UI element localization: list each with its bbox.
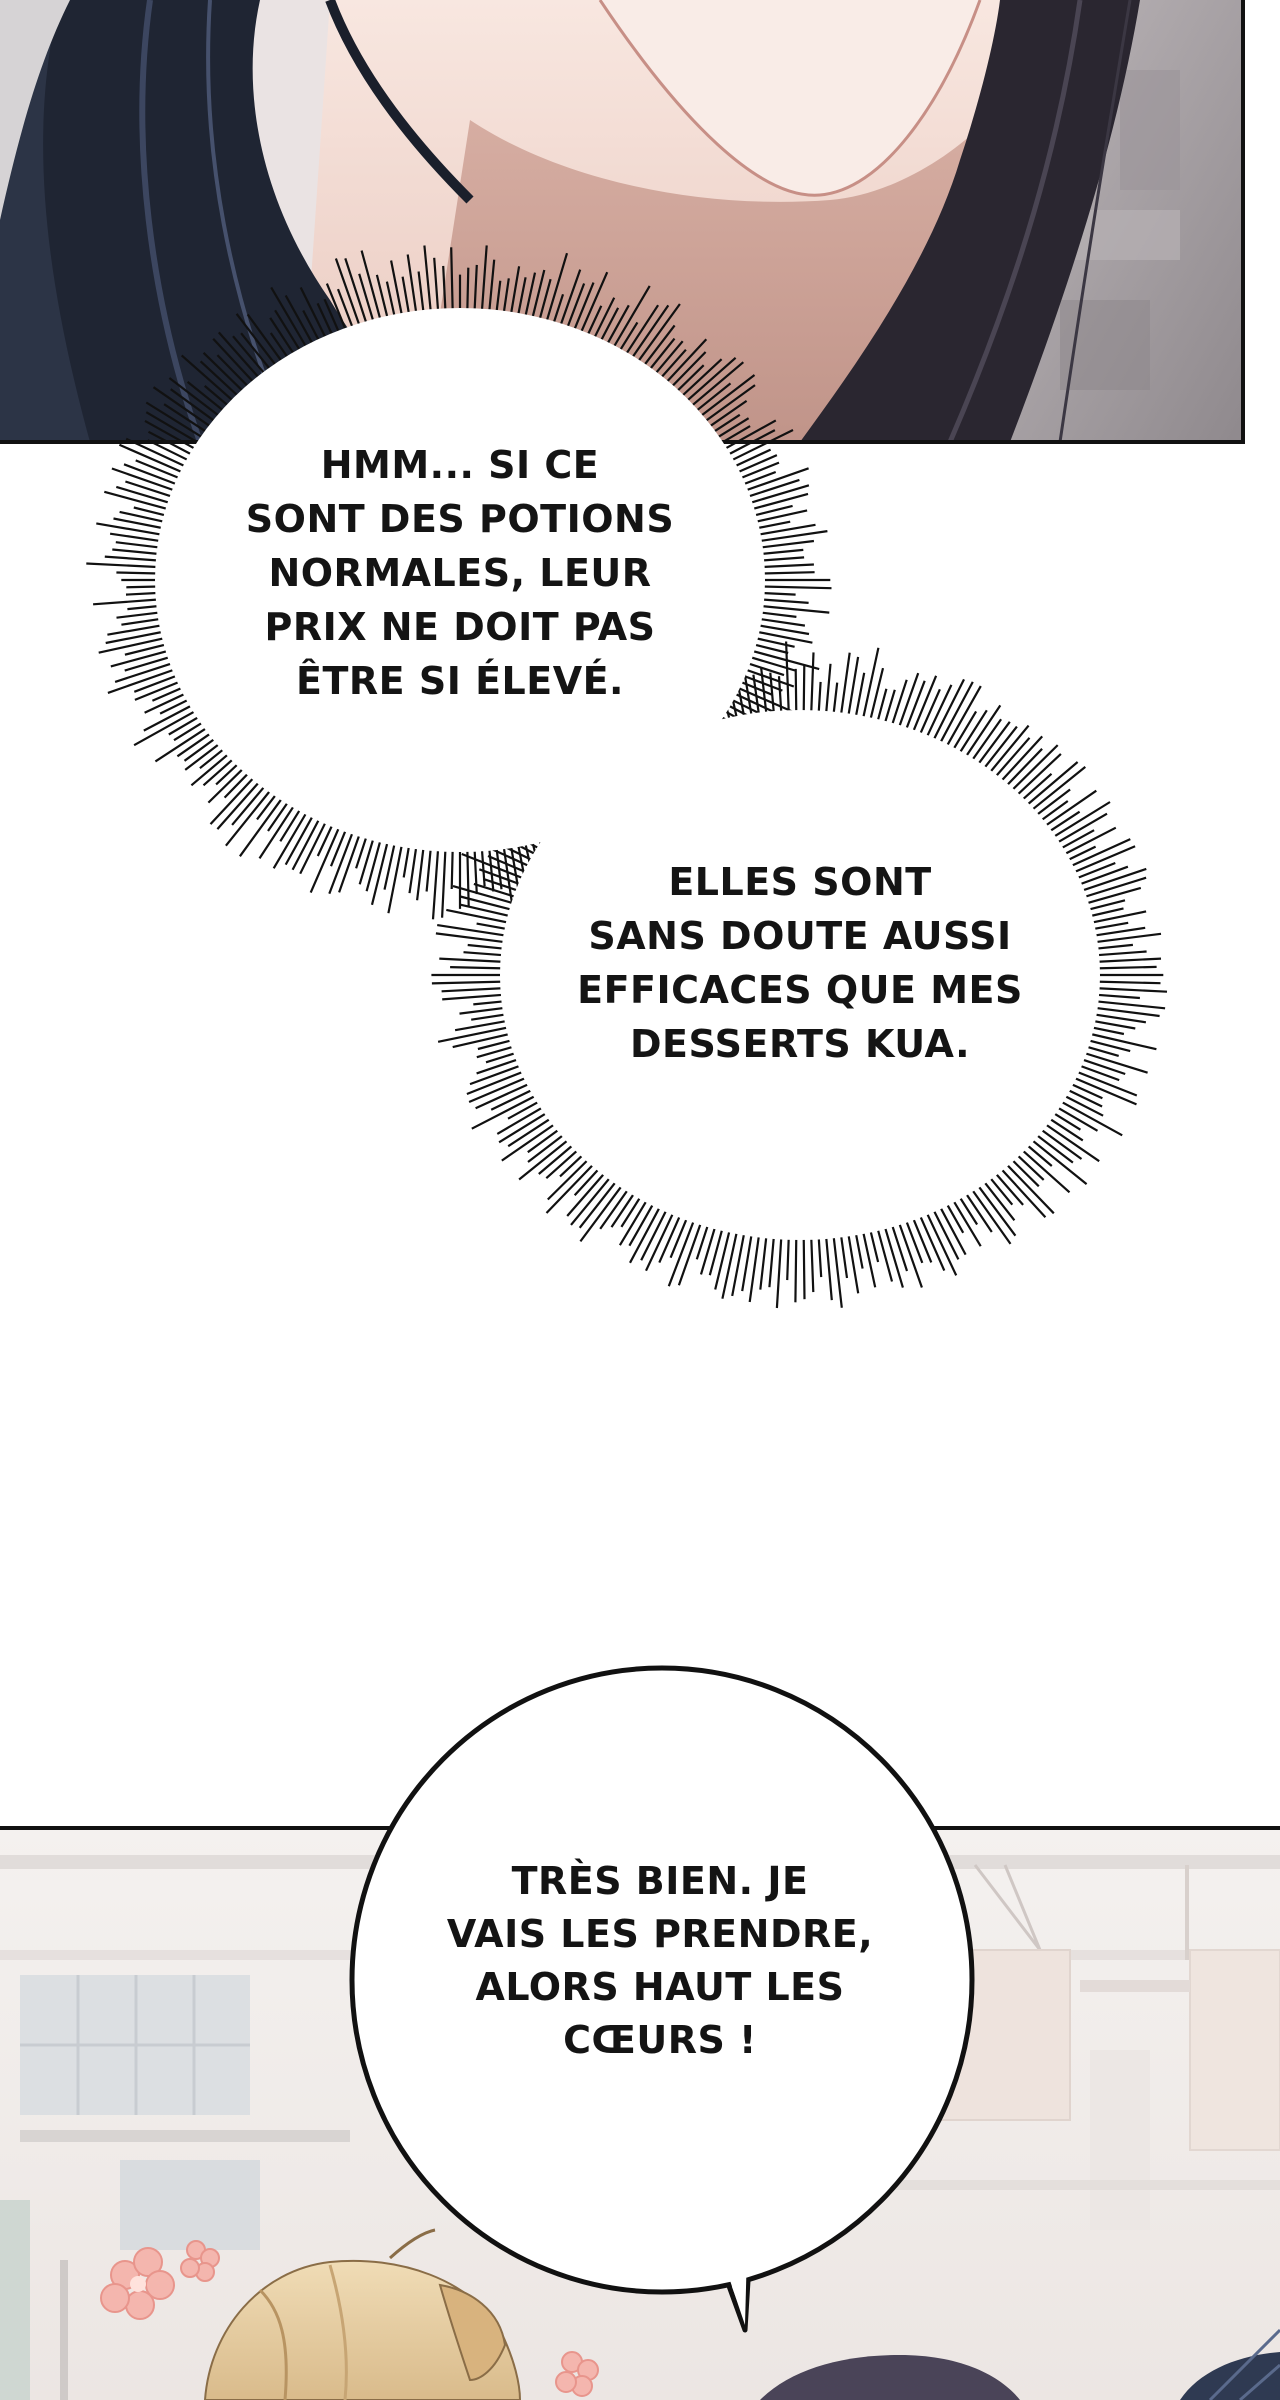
bubble-2-line: EFFICACES QUE MES <box>577 968 1023 1012</box>
bubble-3-line: ALORS HAUT LES <box>475 1965 845 2009</box>
bubble-3-line: CŒURS ! <box>563 2018 757 2062</box>
bubble-2-line: DESSERTS KUA. <box>629 1022 971 1066</box>
bubble-2-body <box>500 710 1100 1240</box>
bubble-1-line: SONT DES POTIONS <box>245 497 675 541</box>
bubble-2-line: ELLES SONT <box>668 860 932 904</box>
bubble-2-text: ELLES SONT SANS DOUTE AUSSI EFFICACES QU… <box>520 855 1080 1071</box>
bubble-3-line: TRÈS BIEN. JE <box>511 1859 809 1903</box>
bubble-2-line: SANS DOUTE AUSSI <box>588 914 1012 958</box>
bubble-1-line: ÊTRE SI ÉLEVÉ. <box>296 659 624 703</box>
bubble-1-line: HMM... SI CE <box>320 443 600 487</box>
bubble-1-text: HMM... SI CE SONT DES POTIONS NORMALES, … <box>180 438 740 708</box>
bubble-1-line: PRIX NE DOIT PAS <box>264 605 656 649</box>
bubble-1-line: NORMALES, LEUR <box>268 551 652 595</box>
bubble-3-body <box>349 1665 975 2295</box>
bubble-3-line: VAIS LES PRENDRE, <box>446 1912 874 1956</box>
bubble-3-text: TRÈS BIEN. JE VAIS LES PRENDRE, ALORS HA… <box>400 1855 920 2067</box>
bubble-1-body <box>155 308 765 852</box>
